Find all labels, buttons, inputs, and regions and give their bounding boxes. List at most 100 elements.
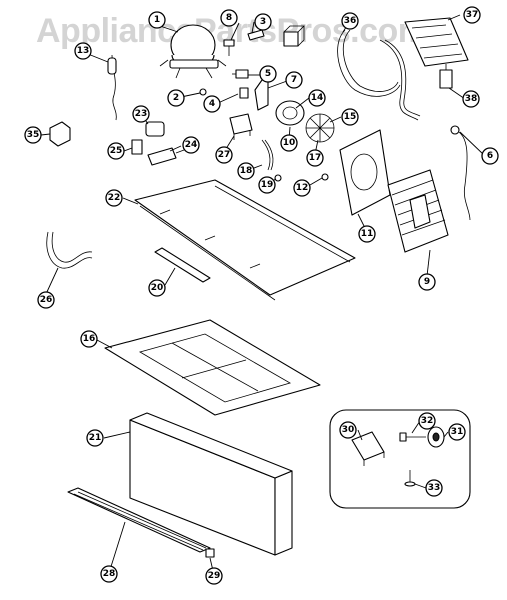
svg-text:31: 31 (451, 427, 464, 437)
svg-text:15: 15 (344, 112, 357, 122)
callout-19: 19 (258, 176, 276, 194)
callout-31: 31 (448, 423, 466, 441)
svg-text:11: 11 (361, 229, 374, 239)
svg-text:18: 18 (240, 166, 253, 176)
part-20-channel (154, 247, 211, 283)
callout-13: 13 (74, 42, 92, 60)
part-3-clip (247, 29, 265, 41)
svg-text:1: 1 (154, 15, 160, 25)
part-11-shroud (339, 129, 391, 216)
part-24-wire (147, 147, 185, 166)
callout-35: 35 (24, 126, 42, 144)
callout-22: 22 (105, 189, 123, 207)
part-4-connector (239, 87, 249, 99)
callout-33: 33 (425, 479, 443, 497)
callout-28: 28 (100, 565, 118, 583)
part-5-screw (232, 69, 249, 79)
part-30-motor-mount (351, 431, 385, 466)
callout-14: 14 (308, 89, 326, 107)
part-28-grille (67, 487, 211, 553)
part-21-panel (129, 412, 293, 556)
svg-text:16: 16 (83, 334, 96, 344)
callout-8: 8 (220, 9, 238, 27)
svg-text:2: 2 (173, 93, 179, 103)
part-23-capacitor (145, 121, 165, 137)
callout-3: 3 (254, 13, 272, 31)
part-16-drain-pan (104, 319, 321, 416)
svg-text:3: 3 (260, 17, 266, 27)
callout-37: 37 (463, 6, 481, 24)
svg-text:28: 28 (103, 569, 116, 579)
part-29-clip (205, 548, 215, 558)
part-25-clip (131, 139, 143, 155)
part-32-shaft (399, 432, 426, 442)
svg-text:4: 4 (209, 99, 215, 109)
svg-text:17: 17 (309, 153, 322, 163)
svg-text:33: 33 (428, 483, 441, 493)
callout-1: 1 (148, 11, 166, 29)
part-22-base-panel (134, 179, 356, 301)
part-9-evaporator (387, 169, 449, 253)
part-relay-block (283, 25, 305, 47)
part-8-bolt (223, 39, 235, 56)
svg-text:7: 7 (291, 75, 297, 85)
part-2-grommet (199, 88, 207, 96)
svg-text:29: 29 (208, 571, 221, 581)
part-36-tubing (337, 29, 421, 121)
callout-38: 38 (462, 90, 480, 108)
callout-21: 21 (86, 429, 104, 447)
part-6-power-cord (450, 125, 471, 221)
svg-text:37: 37 (466, 10, 479, 20)
svg-text:26: 26 (40, 295, 53, 305)
callout-24: 24 (182, 136, 200, 154)
svg-text:6: 6 (487, 151, 493, 161)
part-15-fan-blade (305, 113, 335, 143)
svg-text:19: 19 (261, 180, 274, 190)
svg-text:13: 13 (77, 46, 90, 56)
callout-26: 26 (37, 291, 55, 309)
callout-16: 16 (80, 330, 98, 348)
svg-text:25: 25 (110, 146, 123, 156)
svg-text:38: 38 (465, 94, 478, 104)
svg-text:5: 5 (265, 69, 271, 79)
svg-text:14: 14 (311, 93, 324, 103)
part-35-bracket (49, 121, 71, 147)
callout-10: 10 (280, 134, 298, 152)
callout-17: 17 (306, 149, 324, 167)
callout-5: 5 (259, 65, 277, 83)
callout-27: 27 (215, 146, 233, 164)
svg-text:9: 9 (424, 277, 430, 287)
svg-text:21: 21 (89, 433, 102, 443)
svg-text:8: 8 (226, 13, 232, 23)
callout-2: 2 (167, 89, 185, 107)
part-19-screw (274, 174, 282, 182)
svg-text:20: 20 (151, 283, 164, 293)
callout-9: 9 (418, 273, 436, 291)
part-18-bracket (261, 139, 274, 171)
part-31-wheel (427, 426, 445, 448)
callout-23: 23 (132, 105, 150, 123)
part-37-heater (404, 17, 469, 67)
part-27-switch (229, 113, 253, 140)
callout-20: 20 (148, 279, 166, 297)
part-7-overload (254, 79, 269, 111)
callout-6: 6 (481, 147, 499, 165)
part-38-plug (439, 64, 453, 89)
svg-text:10: 10 (283, 138, 296, 148)
callout-4: 4 (203, 95, 221, 113)
svg-text:12: 12 (296, 183, 309, 193)
callout-15: 15 (341, 108, 359, 126)
svg-text:27: 27 (218, 150, 231, 160)
callout-29: 29 (205, 567, 223, 585)
part-26-drain-hose (46, 231, 93, 269)
callout-25: 25 (107, 142, 125, 160)
part-13-drier (107, 54, 117, 121)
svg-text:23: 23 (135, 109, 148, 119)
callout-36: 36 (341, 12, 359, 30)
svg-text:36: 36 (344, 16, 357, 26)
callout-12: 12 (293, 179, 311, 197)
callout-32: 32 (418, 412, 436, 430)
svg-text:35: 35 (27, 130, 40, 140)
callout-11: 11 (358, 225, 376, 243)
